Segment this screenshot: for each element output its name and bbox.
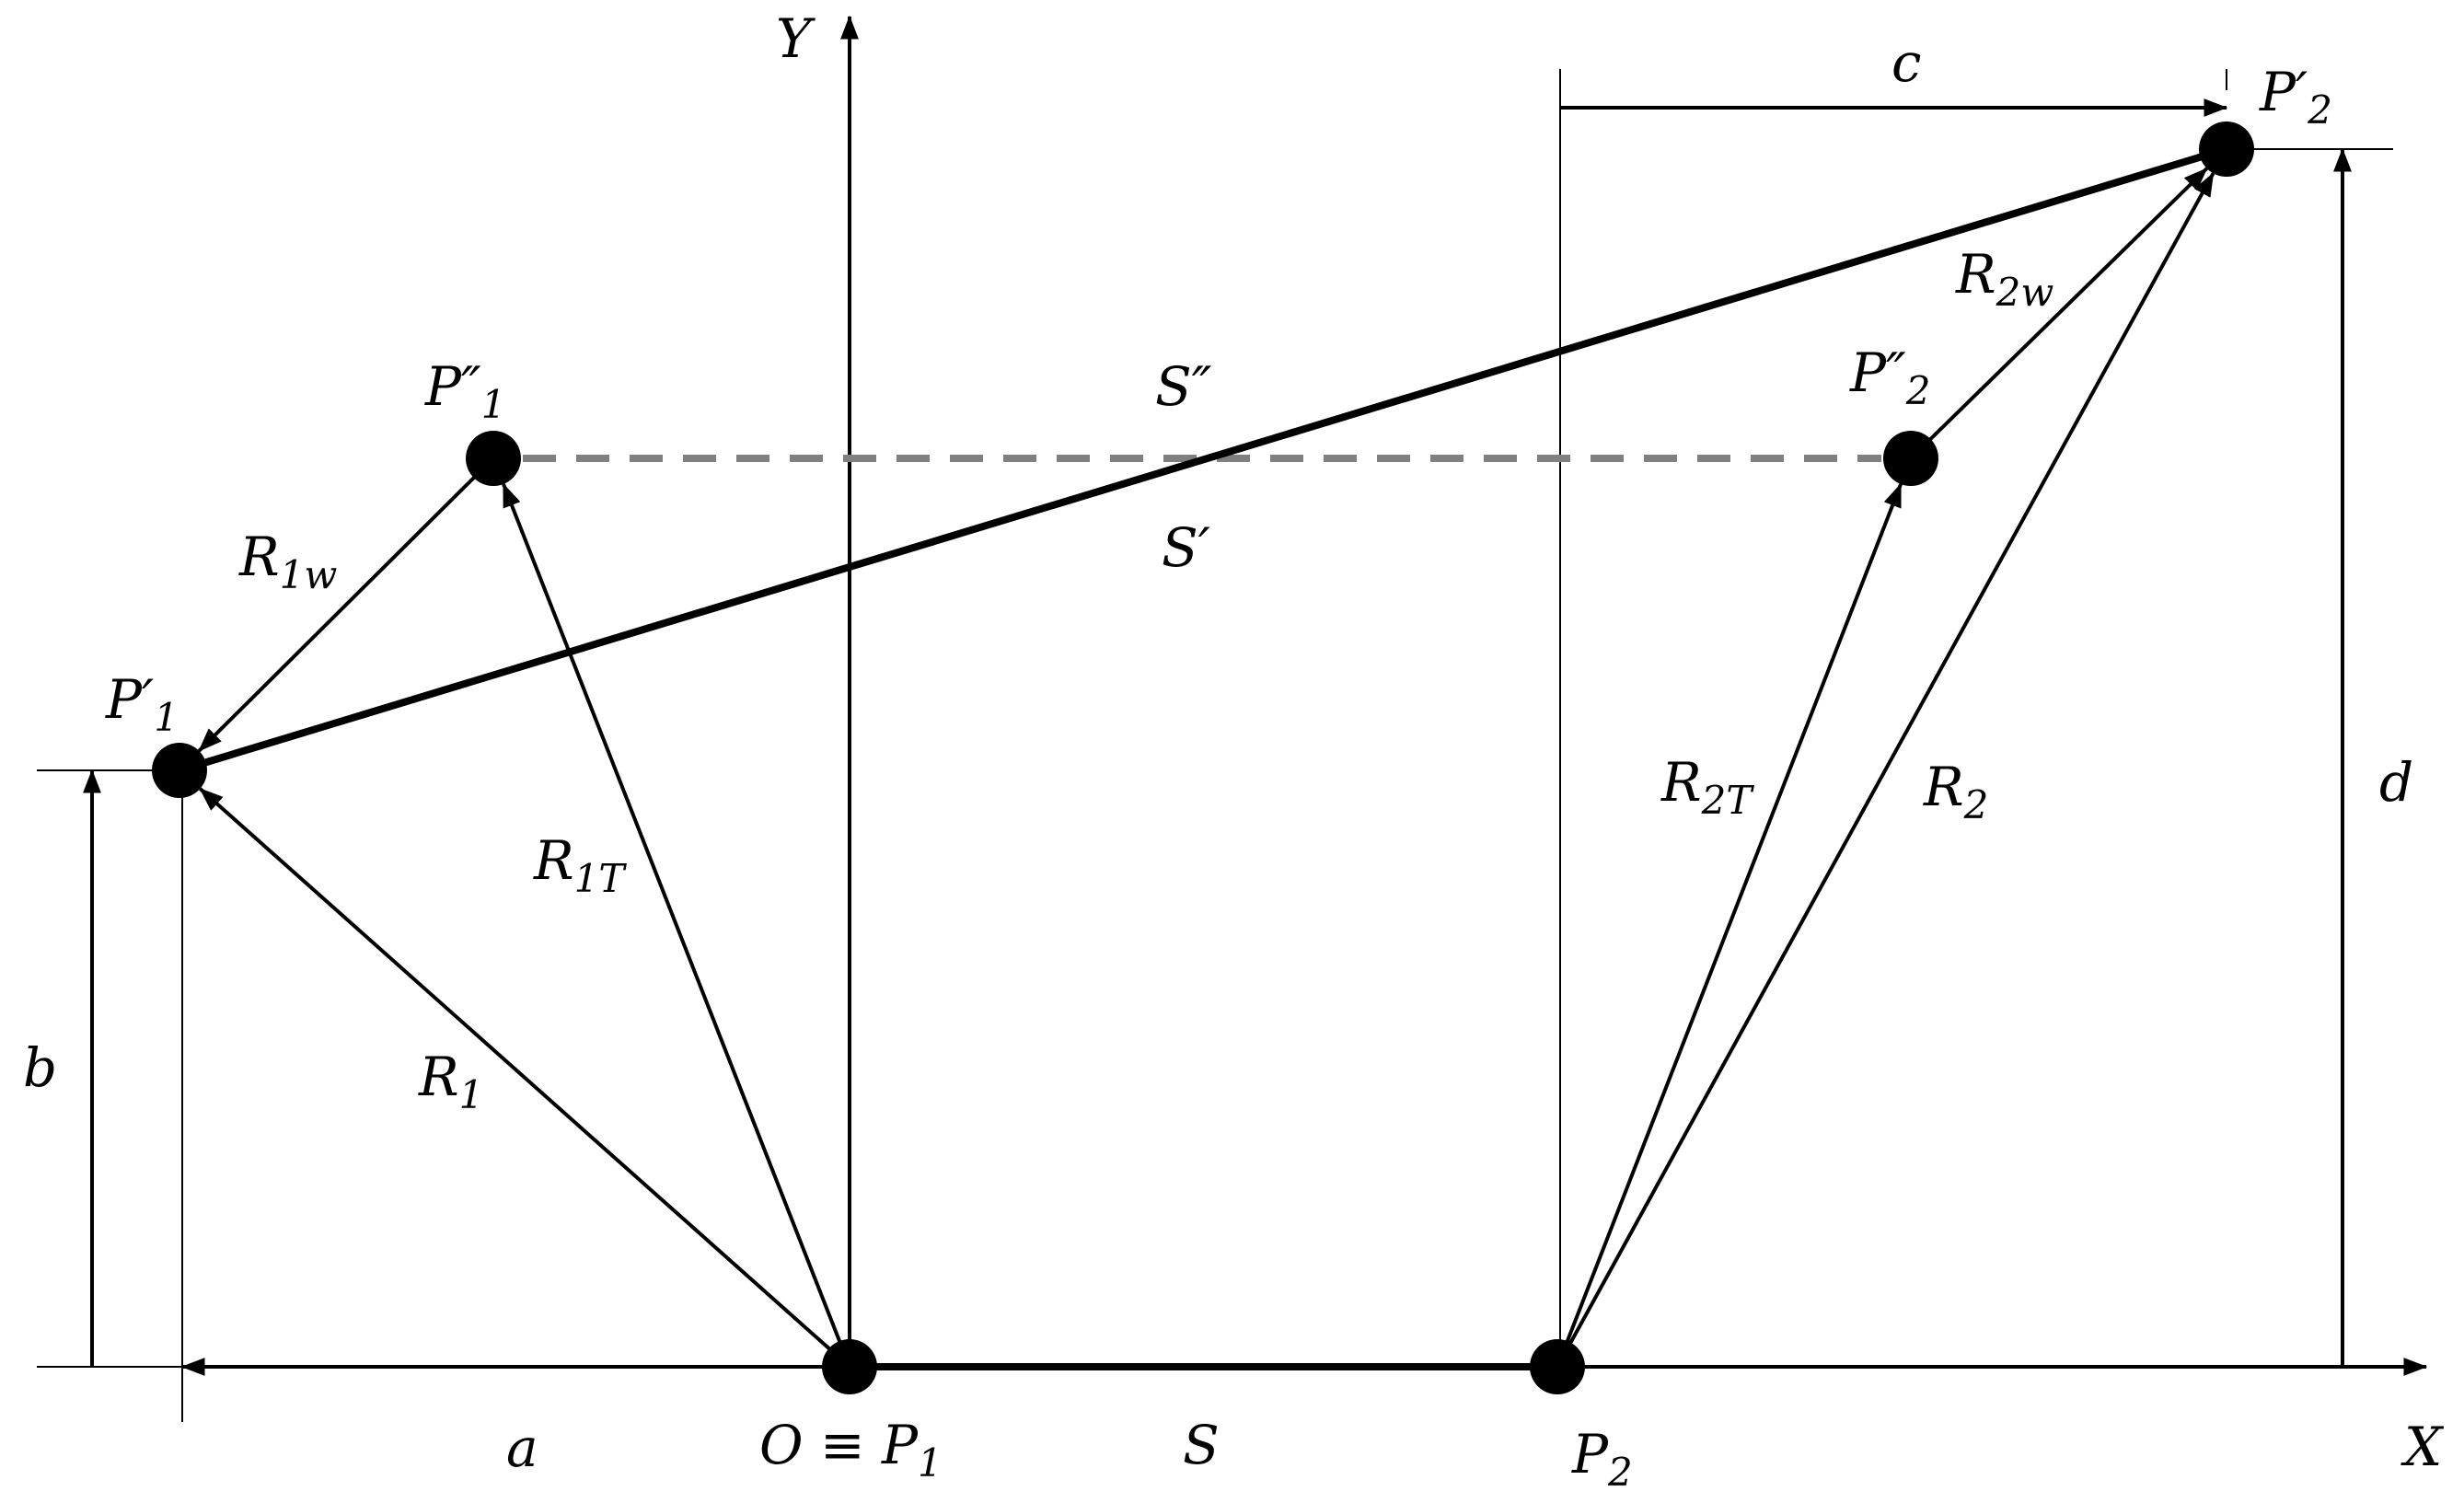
- label-vector-r2w-part-0: R: [1955, 243, 1996, 306]
- vector-r1w: [197, 457, 495, 753]
- label-segment-s: S: [1183, 1414, 1220, 1476]
- label-vector-r2t-part-0: R: [1660, 751, 1702, 814]
- label-vector-r1: R1: [418, 1046, 483, 1117]
- label-segment-sp: S′: [1162, 516, 1210, 579]
- label-point-p2-part-0: P: [1571, 1423, 1609, 1486]
- label-point-o-part-0: O ≡ P: [759, 1414, 919, 1476]
- label-point-p2pp: P″2: [1849, 341, 1930, 413]
- label-point-p1p-part-0: P′: [105, 668, 154, 731]
- label-point-p1p: P′1: [105, 668, 179, 740]
- label-vector-r2-part-0: R: [1923, 756, 1964, 818]
- vector-r1t: [502, 482, 851, 1368]
- label-y-axis: Y: [776, 7, 816, 70]
- label-dimension-c-part-0: c: [1891, 31, 1921, 94]
- label-point-p2p-part-0: P′: [2259, 61, 2308, 123]
- point-origin-p1: [822, 1339, 877, 1394]
- label-x-axis: X: [2400, 1416, 2445, 1478]
- label-point-p2-part-1: 2: [1607, 1450, 1633, 1495]
- segment-s-prime: [178, 145, 2228, 774]
- label-vector-r1w-part-0: R: [238, 526, 280, 588]
- label-vector-r1w-part-1: 1w: [280, 552, 338, 597]
- label-point-p1pp: P″1: [424, 355, 505, 427]
- label-vector-r2t-part-1: 2T: [1701, 778, 1755, 823]
- point-p1-double-prime: [466, 431, 521, 486]
- label-segment-s-part-0: S: [1183, 1414, 1220, 1476]
- label-dimension-a: a: [506, 1416, 538, 1479]
- point-p2-double-prime: [1883, 431, 1938, 486]
- label-vector-r1t-part-0: R: [533, 829, 574, 892]
- label-point-p1p-part-1: 1: [154, 695, 179, 740]
- label-point-p2pp-part-0: P″: [1849, 341, 1906, 404]
- label-vector-r1w: R1w: [238, 526, 337, 597]
- label-vector-r2: R2: [1923, 756, 1988, 827]
- label-segment-sp-part-0: S′: [1162, 516, 1210, 579]
- label-point-o: O ≡ P1: [759, 1414, 943, 1486]
- label-vector-r2t: R2T: [1660, 751, 1754, 823]
- label-dimension-b-part-0: b: [23, 1036, 57, 1099]
- label-vector-r1-part-1: 1: [459, 1072, 484, 1117]
- vector-r2t: [1556, 482, 1903, 1368]
- vector-r2: [1556, 172, 2215, 1368]
- label-segment-spp: S″: [1155, 355, 1212, 418]
- label-vector-r1t: R1T: [533, 829, 627, 901]
- label-point-p1pp-part-1: 1: [481, 382, 506, 427]
- label-point-p2: P2: [1571, 1423, 1633, 1495]
- label-segment-spp-part-0: S″: [1155, 355, 1212, 418]
- point-p1-prime: [152, 743, 207, 798]
- label-vector-r2-part-1: 2: [1963, 782, 1989, 827]
- label-y-axis-part-0: Y: [776, 7, 816, 70]
- label-point-o-part-1: 1: [918, 1440, 943, 1486]
- label-dimension-b: b: [23, 1036, 57, 1099]
- label-point-p1pp-part-0: P″: [424, 355, 481, 418]
- label-vector-r2w: R2w: [1955, 243, 2053, 315]
- vector-r2w: [1909, 167, 2208, 460]
- label-dimension-c: c: [1891, 31, 1921, 94]
- label-x-axis-part-0: X: [2400, 1416, 2445, 1478]
- label-vector-r2w-part-1: 2w: [1995, 270, 2054, 315]
- label-point-p2p-part-1: 2: [2307, 87, 2332, 133]
- label-dimension-a-part-0: a: [506, 1416, 538, 1479]
- point-p2: [1530, 1339, 1585, 1394]
- label-point-p2pp-part-1: 2: [1905, 368, 1931, 413]
- label-point-p2p: P′2: [2259, 61, 2332, 133]
- point-p2-prime: [2199, 121, 2254, 177]
- label-vector-r1t-part-1: 1T: [574, 856, 628, 901]
- label-vector-r1-part-0: R: [418, 1046, 459, 1108]
- vector-r1: [199, 787, 851, 1369]
- label-dimension-d: d: [2379, 751, 2413, 814]
- label-dimension-d-part-0: d: [2379, 751, 2413, 814]
